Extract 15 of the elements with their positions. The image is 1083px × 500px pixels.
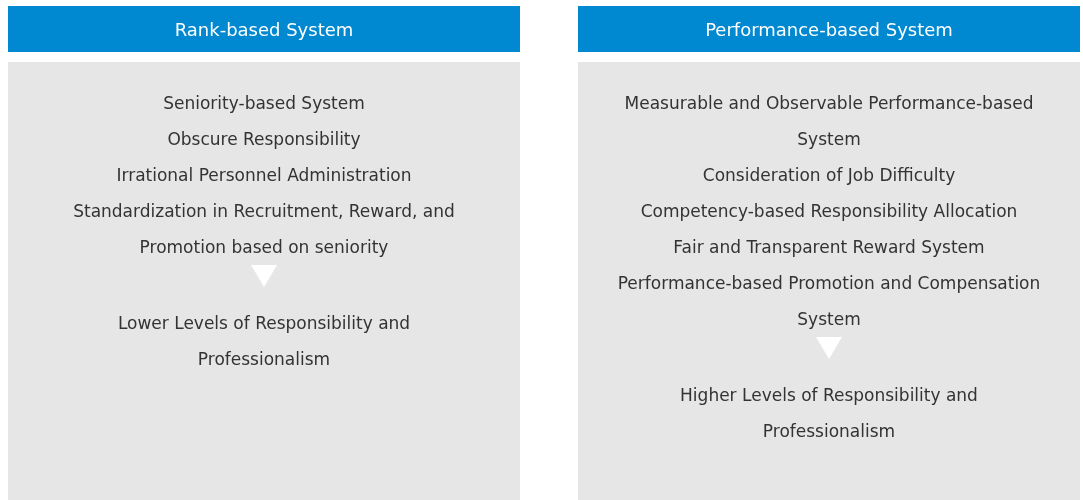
header-bar: Performance-based System bbox=[578, 6, 1080, 52]
text-line: Seniority-based System bbox=[163, 92, 365, 115]
text-line: Irrational Personnel Administration bbox=[116, 164, 412, 187]
text-line: Measurable and Observable Performance-based System bbox=[623, 92, 1035, 151]
text-line: Obscure Responsibility bbox=[167, 128, 361, 151]
text-line: Performance-based Promotion and Compensation System bbox=[616, 272, 1042, 331]
text-line: Competency-based Responsibility Allocation bbox=[640, 200, 1018, 223]
text-line: Lower Levels of Responsibility and Professionalism bbox=[116, 312, 412, 371]
text-line: Higher Levels of Responsibility and Professionalism bbox=[679, 384, 979, 443]
text-line: Standardization in Recruitment, Reward, and Promotion based on seniority bbox=[72, 200, 456, 259]
text-line: Consideration of Job Difficulty bbox=[702, 164, 956, 187]
header-bar: Rank-based System bbox=[8, 6, 520, 52]
text-line: Fair and Transparent Reward System bbox=[673, 236, 985, 259]
panel-background bbox=[8, 62, 520, 500]
panel-background bbox=[578, 62, 1080, 500]
